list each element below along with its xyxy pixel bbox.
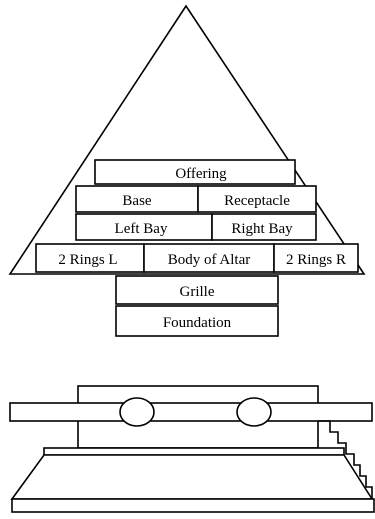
grille-box <box>115 275 279 305</box>
rings-right-label: 2 Rings R <box>286 252 346 268</box>
ring-right <box>236 397 272 427</box>
altar-structure-diagram <box>8 4 366 337</box>
right-bay-label: Right Bay <box>231 221 293 237</box>
receptacle-box <box>197 185 317 213</box>
rings-right-box <box>273 243 359 273</box>
left-bay-label: Left Bay <box>115 221 168 237</box>
base-label: Base <box>122 193 152 209</box>
carrying-pole <box>9 402 373 422</box>
grille-label: Grille <box>180 284 215 300</box>
body-of-altar-label: Body of Altar <box>168 252 251 268</box>
offering-box <box>94 159 296 185</box>
altar-elevation-drawing <box>9 385 375 513</box>
block-labels: Offering Base Receptacle Left Bay Right … <box>58 166 346 331</box>
base-ledge <box>43 447 345 456</box>
offering-label: Offering <box>175 166 227 182</box>
foundation-box <box>115 305 279 337</box>
stepped-edge <box>318 420 373 499</box>
ring-left <box>119 397 155 427</box>
rings-left-label: 2 Rings L <box>58 252 117 268</box>
receptacle-label: Receptacle <box>224 193 290 209</box>
right-bay-box <box>211 213 317 241</box>
triangle-outline <box>8 4 366 275</box>
foundation-label: Foundation <box>163 315 232 331</box>
base-box <box>75 185 199 213</box>
foundation-slab <box>11 498 375 513</box>
lower-base <box>10 454 374 500</box>
